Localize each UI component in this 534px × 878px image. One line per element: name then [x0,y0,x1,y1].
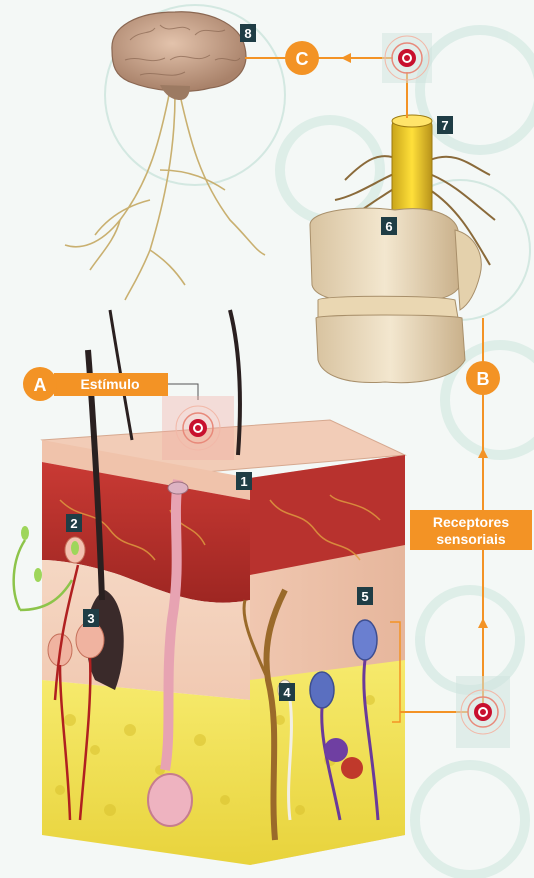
badge-B: B [466,361,500,395]
receptors-label-line1: Receptores [433,514,509,530]
svg-text:2: 2 [70,516,77,531]
marker-5: 5 [357,587,373,605]
svg-text:1: 1 [240,474,247,489]
receptors-label-line2: sensoriais [436,531,505,547]
svg-text:3: 3 [87,611,94,626]
marker-4: 4 [279,683,295,701]
badge-A-label: A [34,375,47,395]
svg-text:5: 5 [361,589,368,604]
marker-7: 7 [437,116,453,134]
brain-illustration [65,12,265,300]
stimulus-tag: A Estímulo [23,367,168,401]
receptors-tag: Receptores sensoriais [410,510,532,550]
marker-6: 6 [381,217,397,235]
svg-text:8: 8 [244,26,251,41]
marker-1: 1 [236,472,252,490]
marker-3: 3 [83,609,99,627]
stimulus-label: Estímulo [80,376,139,392]
badge-C-label: C [296,49,309,69]
target-icon [162,396,234,460]
spinal-segment-illustration [310,115,495,383]
target-icon [382,33,432,83]
marker-8: 8 [240,24,256,42]
target-icon [456,676,510,748]
badge-C: C [285,41,319,75]
svg-text:6: 6 [385,219,392,234]
badge-B-label: B [477,369,490,389]
svg-text:7: 7 [441,118,448,133]
marker-2: 2 [66,514,82,532]
svg-text:4: 4 [283,685,291,700]
